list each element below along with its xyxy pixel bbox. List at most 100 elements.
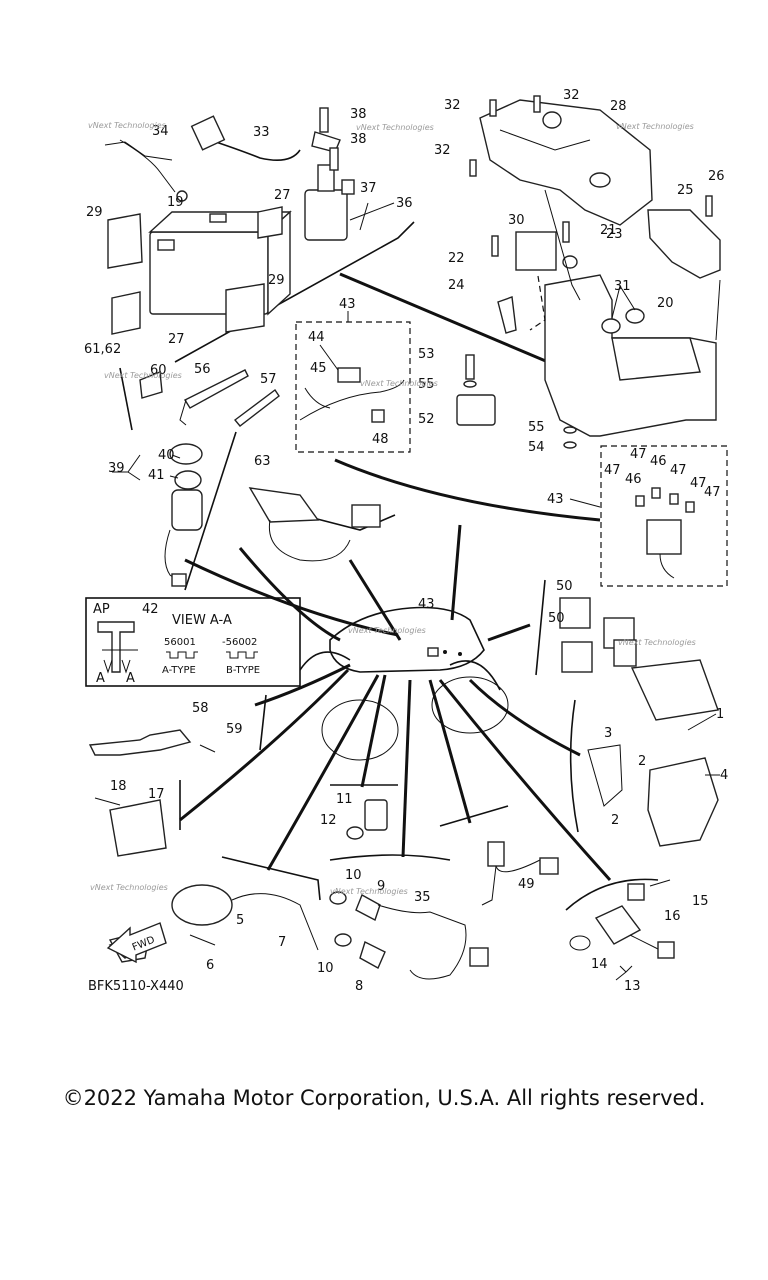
callout-32b: 32 — [563, 88, 580, 103]
callout-54: 54 — [528, 440, 545, 455]
fuse-subassembly — [635, 487, 695, 579]
callout-50b: 50 — [548, 611, 565, 626]
callout-4: 4 — [720, 768, 728, 783]
callout-43c: 43 — [418, 597, 435, 612]
callout-38b: 38 — [350, 132, 367, 147]
callout-33: 33 — [253, 125, 270, 140]
vehicle-silhouette — [299, 606, 509, 761]
left-column-parts — [119, 367, 381, 587]
callout-27b: 27 — [168, 332, 185, 347]
callout-32c: 32 — [434, 143, 451, 158]
parts-diagram: AP 42 VIEW A-A 56001 -56002 A-TYPE B-TYP… — [84, 88, 728, 994]
diagram-code: BFK5110-X440 — [88, 979, 184, 994]
callout-39: 39 — [108, 461, 125, 476]
callout-11: 11 — [336, 792, 353, 807]
view-part-ref: 42 — [142, 602, 159, 617]
svg-text:vNext Technologies: vNext Technologies — [356, 123, 434, 132]
callout-46a: 46 — [650, 454, 667, 469]
leader-lines — [112, 202, 720, 981]
callout-15: 15 — [692, 894, 709, 909]
callout-12: 12 — [320, 813, 337, 828]
callout-6: 6 — [206, 958, 214, 973]
fwd-arrow: FWD — [106, 922, 167, 964]
callout-41: 41 — [148, 468, 165, 483]
callout-56: 56 — [194, 362, 211, 377]
callout-35: 35 — [414, 890, 431, 905]
harness-subassembly-box — [295, 321, 411, 453]
svg-text:vNext Technologies: vNext Technologies — [360, 379, 438, 388]
callout-46b: 46 — [625, 472, 642, 487]
callout-47e: 47 — [704, 485, 721, 500]
view-code-b: -56002 — [222, 637, 257, 648]
svg-text:vNext Technologies: vNext Technologies — [616, 122, 694, 131]
callout-53: 53 — [418, 347, 435, 362]
svg-text:vNext Technologies: vNext Technologies — [88, 121, 166, 130]
callout-25: 25 — [677, 183, 694, 198]
view-type-b: B-TYPE — [226, 665, 260, 676]
lower-parts — [88, 659, 719, 980]
callout-31: 31 — [614, 279, 631, 294]
copyright-notice: ©2022 Yamaha Motor Corporation, U.S.A. A… — [62, 1086, 706, 1110]
svg-text:vNext Technologies: vNext Technologies — [618, 638, 696, 647]
callout-47d: 47 — [690, 476, 707, 491]
callout-50a: 50 — [556, 579, 573, 594]
callout-47c: 47 — [670, 463, 687, 478]
callout-18: 18 — [110, 779, 127, 794]
battery-assembly — [104, 107, 355, 335]
callout-13: 13 — [624, 979, 641, 994]
misc-parts — [456, 354, 637, 673]
callout-10a: 10 — [345, 868, 362, 883]
callouts: 1 2 2 3 4 5 6 7 8 9 10 10 11 12 13 14 15… — [84, 88, 728, 994]
callout-49: 49 — [518, 877, 535, 892]
callout-9: 9 — [377, 879, 385, 894]
view-a-right: A — [126, 671, 135, 686]
svg-text:vNext Technologies: vNext Technologies — [90, 883, 168, 892]
callout-52: 52 — [418, 412, 435, 427]
callout-55a: 55 — [418, 377, 435, 392]
callout-26: 26 — [708, 169, 725, 184]
view-a-left: A — [96, 671, 105, 686]
callout-37: 37 — [360, 181, 377, 196]
callout-58: 58 — [192, 701, 209, 716]
callout-34: 34 — [152, 124, 169, 139]
harness-subassembly — [299, 367, 405, 423]
svg-text:vNext Technologies: vNext Technologies — [348, 626, 426, 635]
callout-43a: 43 — [339, 297, 356, 312]
callout-47b: 47 — [604, 463, 621, 478]
callout-43b: 43 — [547, 492, 564, 507]
callout-23: 23 — [606, 227, 623, 242]
callout-29b: 29 — [268, 273, 285, 288]
callout-21: 21 — [600, 223, 617, 238]
fuse-subassembly-box — [600, 445, 728, 587]
view-code-a: 56001 — [164, 637, 196, 648]
callout-3: 3 — [604, 726, 612, 741]
callout-2b: 2 — [611, 813, 619, 828]
callout-38a: 38 — [350, 107, 367, 122]
callout-28: 28 — [610, 99, 627, 114]
callout-2a: 2 — [638, 754, 646, 769]
callout-36: 36 — [396, 196, 413, 211]
callout-29a: 29 — [86, 205, 103, 220]
group-borders — [174, 221, 659, 911]
callout-22: 22 — [448, 251, 465, 266]
callout-60: 60 — [150, 363, 167, 378]
svg-text:vNext Technologies: vNext Technologies — [330, 887, 408, 896]
callout-10b: 10 — [317, 961, 334, 976]
view-type-a: A-TYPE — [162, 665, 196, 676]
view-box: AP 42 VIEW A-A 56001 -56002 A-TYPE B-TYP… — [85, 597, 301, 687]
callout-17: 17 — [148, 787, 165, 802]
callout-59: 59 — [226, 722, 243, 737]
callout-24: 24 — [448, 278, 465, 293]
callout-55b: 55 — [528, 420, 545, 435]
callout-44: 44 — [308, 330, 325, 345]
callout-14: 14 — [591, 957, 608, 972]
callout-45: 45 — [310, 361, 327, 376]
callout-32a: 32 — [444, 98, 461, 113]
callout-63: 63 — [254, 454, 271, 469]
watermarks: vNext Technologies vNext Technologies vN… — [88, 121, 696, 896]
svg-text:vNext Technologies: vNext Technologies — [104, 371, 182, 380]
callout-48: 48 — [372, 432, 389, 447]
callout-8: 8 — [355, 979, 363, 994]
callout-27a: 27 — [274, 188, 291, 203]
callout-40: 40 — [158, 448, 175, 463]
